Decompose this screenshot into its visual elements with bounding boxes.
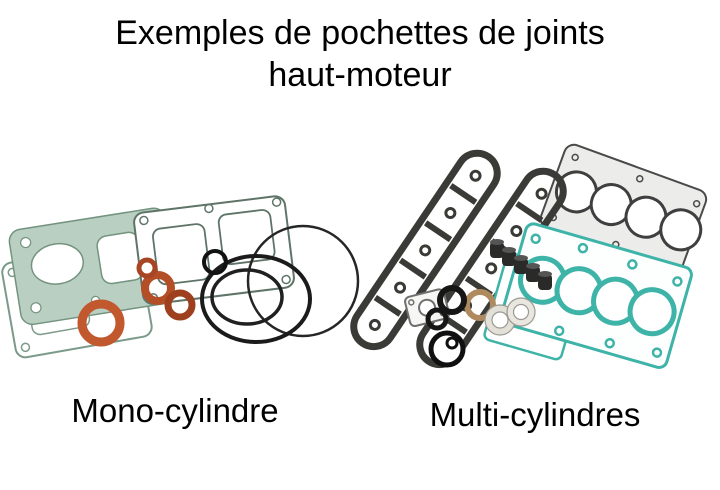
bolt-hole xyxy=(394,281,407,294)
bolt-hole xyxy=(535,187,548,200)
bolt-hole xyxy=(469,169,482,182)
bolt-hole xyxy=(672,276,683,287)
o-ring xyxy=(437,285,467,315)
bolt-hole xyxy=(271,197,282,207)
bolt-hole xyxy=(408,299,415,306)
bolt-hole xyxy=(692,199,701,208)
page-title: Exemples de pochettes de joints haut-mot… xyxy=(0,12,720,96)
copper-ring xyxy=(164,289,196,321)
mono-cylinder-gasket-photo xyxy=(1,195,360,359)
bolt-hole xyxy=(139,215,149,226)
caption-multi-cylinder: Multi-cylindres xyxy=(429,396,641,433)
bolt-hole xyxy=(530,233,541,245)
washer-ring xyxy=(464,289,496,321)
o-ring-large xyxy=(200,254,312,344)
bolt-hole xyxy=(444,207,457,220)
copper-ring xyxy=(141,271,175,305)
bolt-hole xyxy=(485,262,498,275)
bolt-hole xyxy=(571,153,579,162)
bolt-hole xyxy=(281,274,291,285)
bolt-hole xyxy=(204,203,214,214)
bolt-hole xyxy=(510,225,523,238)
bolt-hole xyxy=(30,302,42,314)
title-line-2: haut-moteur xyxy=(268,56,452,94)
bolt-hole xyxy=(627,259,638,270)
bolt-hole xyxy=(368,318,381,331)
title-line-1: Exemples de pochettes de joints xyxy=(115,14,605,52)
bolt-hole xyxy=(553,325,565,337)
bolt-hole xyxy=(651,347,663,358)
o-ring-large-thin xyxy=(246,224,360,338)
bolt-hole xyxy=(636,175,644,183)
o-ring-medium xyxy=(210,268,284,326)
bolt-hole xyxy=(604,337,616,349)
cylinder-bore xyxy=(627,287,677,337)
copper-ring xyxy=(136,257,158,279)
copper-ring xyxy=(77,299,125,347)
bolt-hole xyxy=(419,244,432,257)
o-ring-small xyxy=(202,249,228,275)
bolt-hole xyxy=(577,242,589,254)
valve-cover-gasket xyxy=(350,149,501,351)
multi-cylinder-gasket-photo xyxy=(350,143,708,369)
cylinder-bore xyxy=(659,208,703,252)
bolt-hole xyxy=(20,342,31,353)
head-gasket-teal xyxy=(499,222,693,369)
white-washers xyxy=(484,297,536,336)
spectacle-seal xyxy=(428,330,466,368)
caption-mono-cylinder: Mono-cylindre xyxy=(71,392,279,429)
o-ring xyxy=(425,307,449,331)
bolt-hole xyxy=(20,236,32,249)
valve-stem-seals xyxy=(490,239,552,290)
